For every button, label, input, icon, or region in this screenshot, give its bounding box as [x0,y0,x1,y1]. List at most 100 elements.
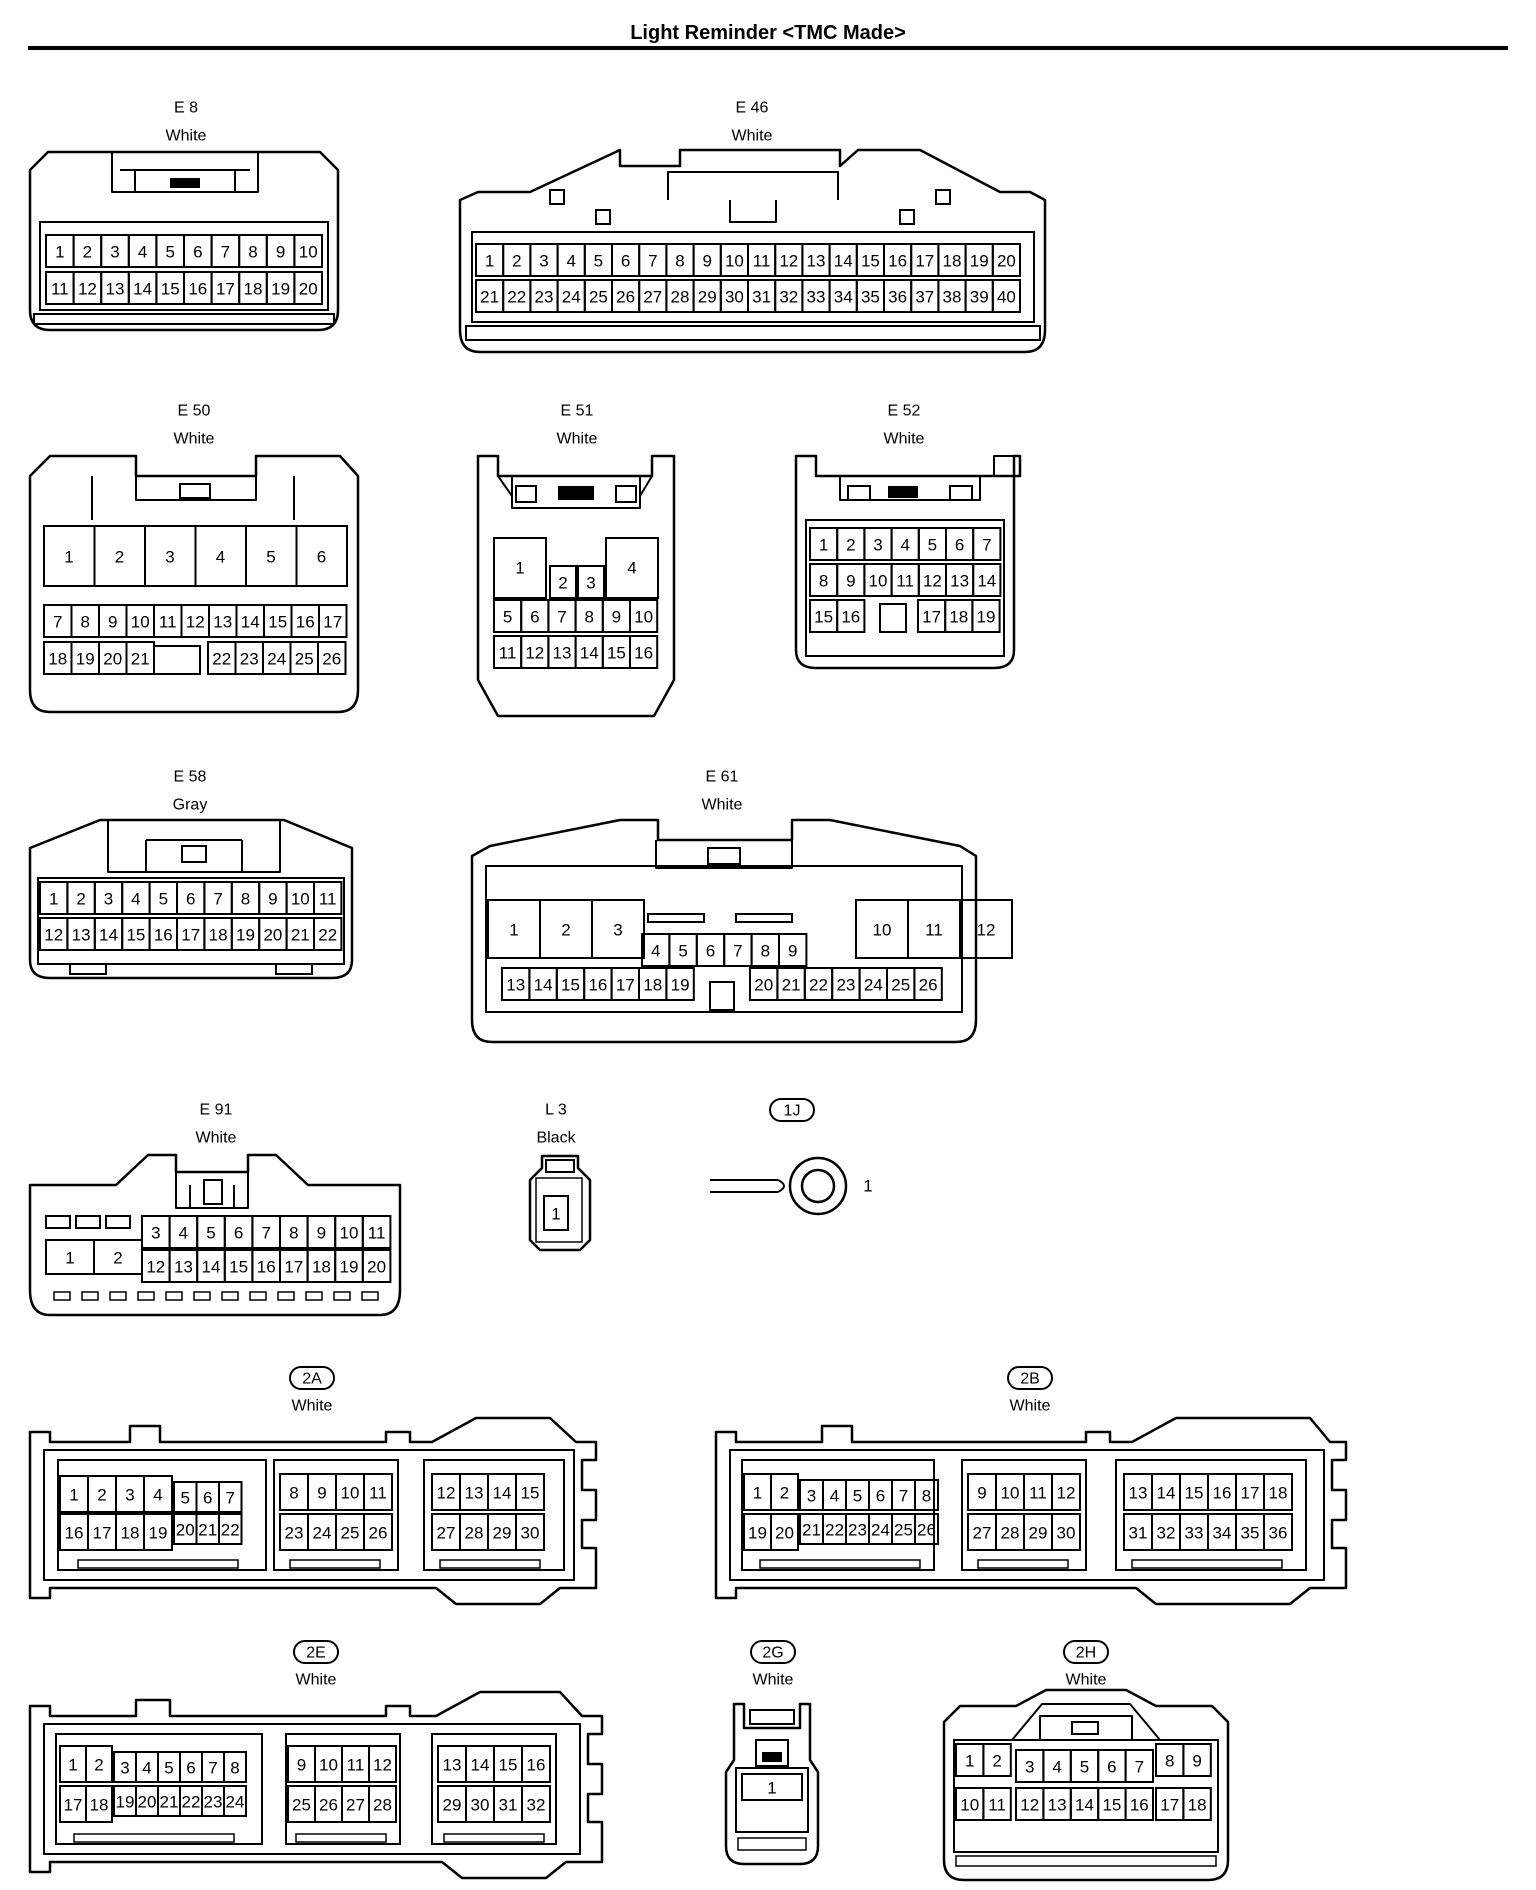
pin-number: 26 [319,1796,338,1815]
pin-number: 15 [1185,1484,1204,1503]
pin-number: 8 [289,1484,298,1503]
pin-number: 2 [780,1484,789,1503]
connector-code-oval [769,1098,815,1122]
pin-field [961,1459,1087,1571]
housing-feature [977,1559,1069,1569]
pin-number: 3 [151,1224,160,1243]
pin-number: 3 [539,252,548,271]
pin-number: 16 [527,1756,546,1775]
pin-number: 10 [299,243,318,262]
connector-housing [28,1690,604,1880]
pin-field [735,1767,809,1833]
pin-number: 16 [188,280,207,299]
pin-number: 15 [607,644,626,663]
connector-code: 1J [784,1103,801,1120]
pin-number: 5 [678,942,687,961]
pin-number: 9 [702,252,711,271]
pin-number: 7 [213,890,222,909]
pin-number: 3 [104,890,113,909]
pin-cell [629,635,659,669]
pin-number: 11 [319,890,337,909]
pin-number: 16 [257,1258,276,1277]
pin-number: 34 [834,288,853,307]
pin-number: 31 [752,288,771,307]
pin-number: 1 [819,536,828,555]
pin-number: 16 [1130,1796,1149,1815]
pin-number: 21 [131,650,150,669]
pin-cell [361,1249,392,1283]
pin-number: 20 [138,1793,157,1812]
pin-field [485,865,963,1013]
pin-number: 8 [289,1224,298,1243]
pin-number: 13 [1048,1796,1067,1815]
pin-cell [1182,1787,1212,1821]
pin-number: 26 [919,976,938,995]
pin-number: 3 [613,921,622,940]
pin-number: 13 [465,1484,484,1503]
pin-number: 9 [268,890,277,909]
connector-housing [714,1416,1348,1606]
pin-number: 15 [1102,1796,1121,1815]
housing-feature [439,1559,541,1569]
pin-number: 11 [51,280,69,299]
pin-field [37,877,345,965]
pin-number: 10 [634,608,653,627]
pin-cell [85,1785,113,1823]
housing-feature [170,178,200,188]
pin-number: 2 [846,536,855,555]
pin-cell [1263,1473,1293,1511]
pin-number: 11 [369,1484,387,1503]
pin-number: 2 [558,574,567,593]
connector-color: White [292,1398,333,1415]
connector-code: E 58 [174,769,207,786]
pin-number: 5 [206,1224,215,1243]
pin-number: 21 [802,1521,821,1540]
ring-terminal-hole [800,1168,836,1204]
pin-cell [313,881,343,915]
pin-number: 14 [834,252,853,271]
connector-color: White [196,1130,237,1147]
pin-number: 12 [78,280,97,299]
pin-number: 2 [115,548,124,567]
pin-number: 30 [1057,1524,1076,1543]
pin-number: 6 [530,608,539,627]
pin-number: 6 [193,243,202,262]
pin-number: 6 [234,1224,243,1243]
housing-feature [735,913,793,923]
pin-number: 14 [580,644,599,663]
pin-number: 18 [90,1796,109,1815]
pin-cell [85,1745,113,1783]
pin-number: 29 [698,288,717,307]
connector-code: E 46 [736,100,769,117]
connector-color: White [557,431,598,448]
pin-number: 16 [1213,1484,1232,1503]
connector-housing [43,1449,575,1581]
pin-number: 7 [648,252,657,271]
connector-color: White [702,797,743,814]
pin-number: 35 [861,288,880,307]
pin-number: 12 [525,644,544,663]
housing-feature [1131,1559,1283,1569]
pin-number: 4 [142,1759,151,1778]
pin-number: 2 [512,252,521,271]
pin-number: 14 [202,1258,221,1277]
pin-number: 1 [551,1205,560,1224]
pin-field [471,231,1035,323]
pin-number: 13 [106,280,125,299]
pin-number: 25 [341,1524,360,1543]
pin-number: 15 [861,252,880,271]
pin-number: 9 [846,572,855,591]
housing-feature [888,486,918,498]
pin-number: 7 [899,1487,908,1506]
pin-number: 1 [753,1484,762,1503]
housing-feature [955,1855,1217,1867]
pin-number: 23 [848,1521,867,1540]
pin-field [423,1459,565,1571]
pin-cell [223,1751,247,1783]
connector-code-oval [293,1640,339,1664]
connector-code: 2H [1076,1645,1096,1662]
